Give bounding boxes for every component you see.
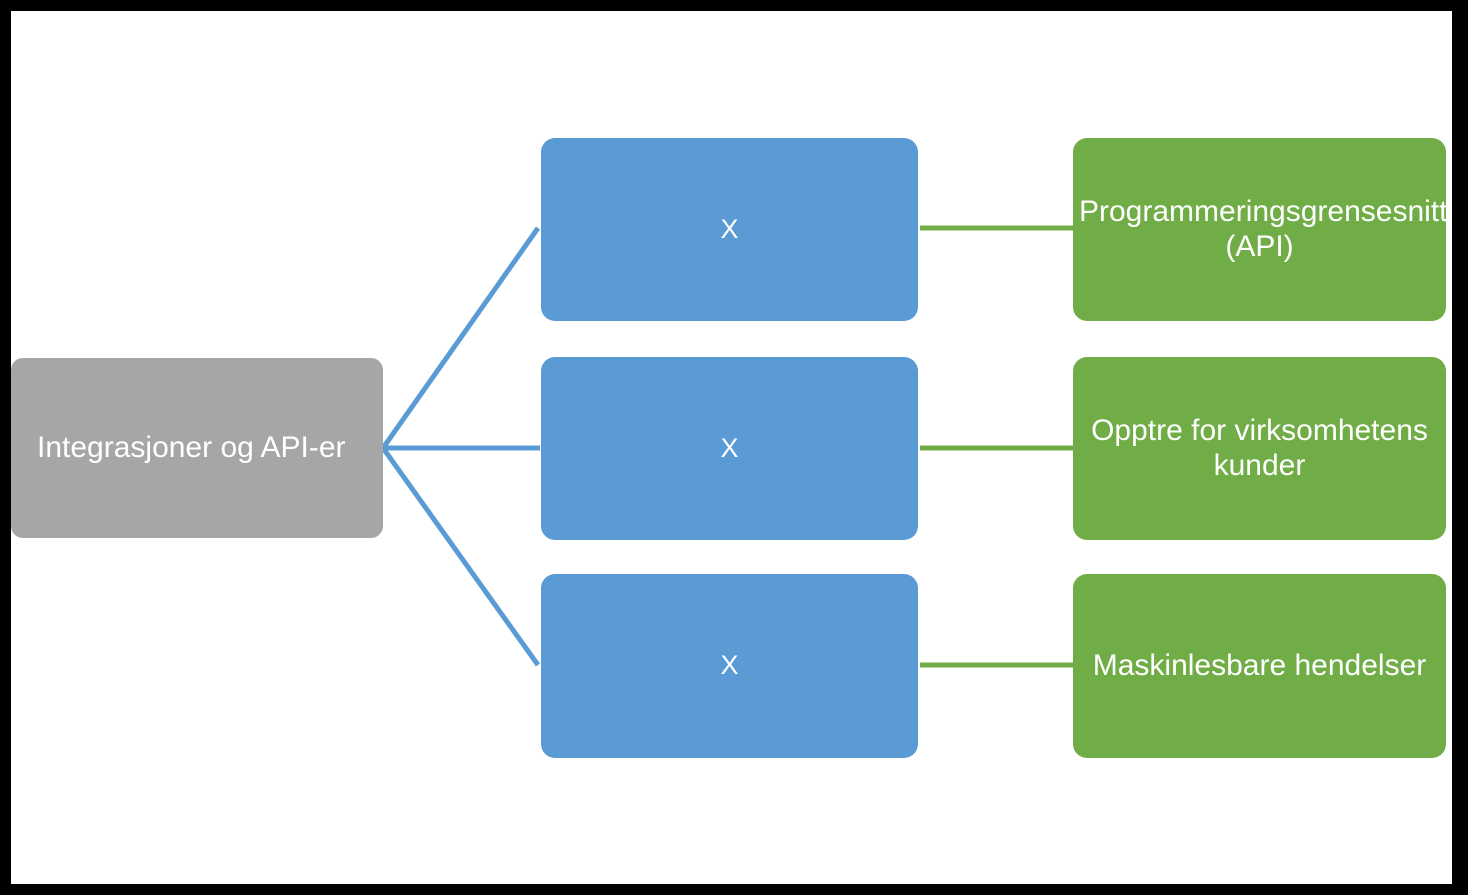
node-middle-1-label: X [720, 213, 739, 244]
frame-border-bottom [0, 884, 1468, 895]
node-middle-2-label: X [720, 432, 739, 463]
frame-border-top [0, 0, 1468, 11]
node-leaf-2-label: Opptre for virksomhetens kunder [1091, 413, 1428, 482]
node-leaf-3-label: Maskinlesbare hendelser [1092, 648, 1427, 682]
node-root-label: Integrasjoner og API-er [37, 430, 346, 464]
node-middle-1[interactable]: X [541, 138, 918, 321]
node-leaf-3[interactable]: Maskinlesbare hendelser [1073, 574, 1446, 758]
node-middle-3[interactable]: X [541, 574, 918, 758]
connector-root-to-middle-3 [380, 446, 541, 667]
node-middle-2[interactable]: X [541, 357, 918, 540]
node-leaf-1-label: Programmeringsgrensesnitt (API) [1079, 194, 1448, 263]
node-leaf-2[interactable]: Opptre for virksomhetens kunder [1073, 357, 1446, 540]
frame-border-right [1452, 0, 1468, 895]
node-middle-3-label: X [720, 650, 739, 681]
connector-root-to-middle-1 [380, 226, 541, 450]
node-root[interactable]: Integrasjoner og API-er [11, 358, 383, 538]
frame-border-left [0, 0, 11, 895]
node-leaf-1[interactable]: Programmeringsgrensesnitt (API) [1073, 138, 1448, 321]
